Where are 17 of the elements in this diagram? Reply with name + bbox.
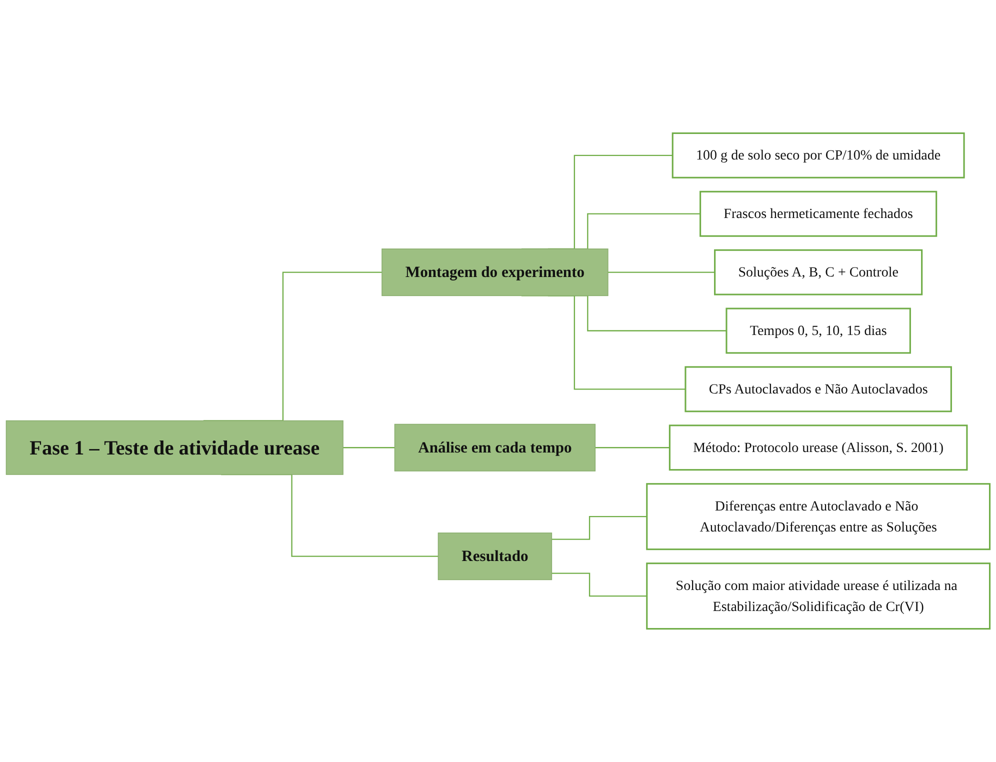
node-box: Resultado [438, 532, 552, 580]
connector [595, 447, 670, 448]
node-box: Diferenças entre Autoclavado e Não Autoclavado/Diferenças entre as Soluções [646, 483, 991, 550]
node-box: Montagem do experimento [382, 248, 608, 296]
connector [552, 516, 647, 540]
node-box: Tempos 0, 5, 10, 15 dias [726, 308, 911, 354]
connector [608, 272, 715, 273]
connector [343, 447, 395, 448]
node-box: Fase 1 – Teste de atividade urease [6, 420, 344, 475]
node-box: Análise em cada tempo [394, 424, 596, 472]
node-box: CPs Autoclavados e Não Autoclavados [684, 366, 952, 412]
node-box: Solução com maior atividade urease é utilizada na Estabilização/Solidificação de Cr(VI) [646, 562, 991, 630]
node-box: Frascos hermeticamente fechados [700, 190, 938, 237]
node-box: Soluções A, B, C + Controle [714, 249, 923, 296]
node-box: Método: Protocolo urease (Alisson, S. 2001) [668, 424, 968, 471]
connector [552, 572, 647, 597]
node-box: 100 g de solo seco por CP/10% de umidade [672, 132, 965, 178]
